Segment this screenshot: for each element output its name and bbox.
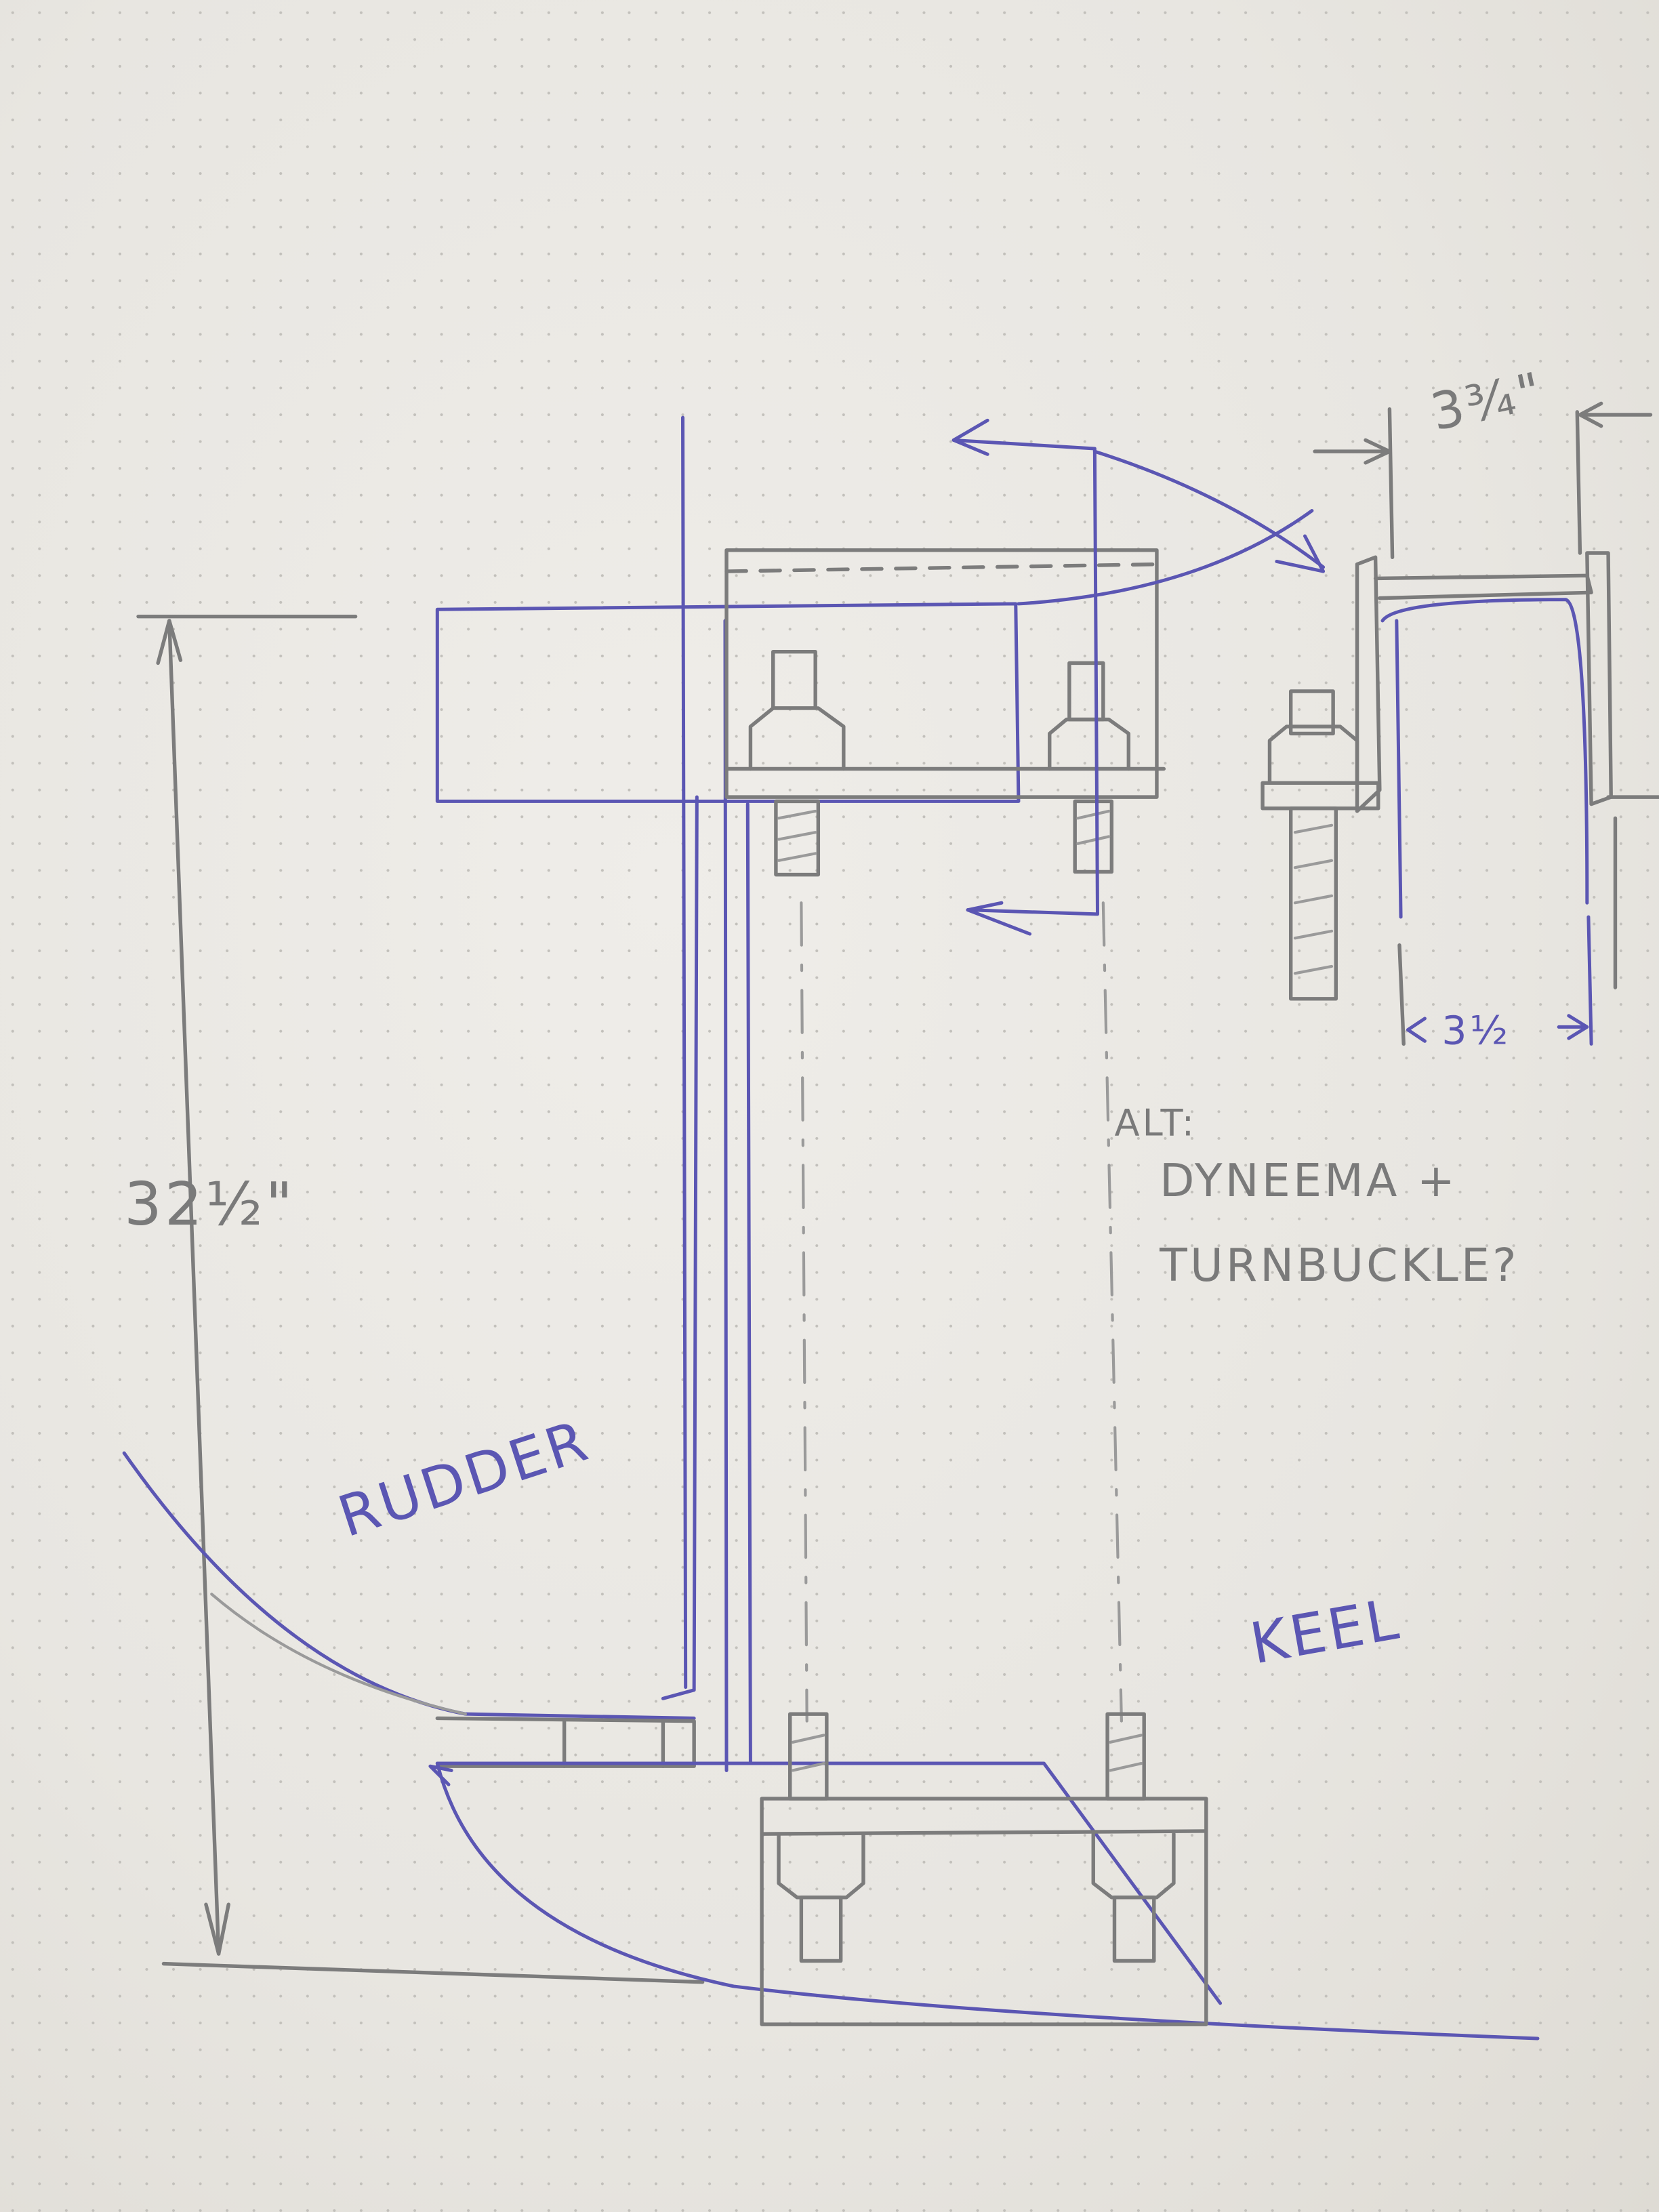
alt-note-line3: TURNBUCKLE? — [1159, 1239, 1519, 1292]
section-arrows — [951, 418, 1326, 936]
height-dimension-label: 32½" — [124, 1170, 295, 1239]
alt-note-line1: ALT: — [1114, 1102, 1197, 1145]
rudder — [122, 1451, 696, 1768]
height-dimension — [136, 614, 705, 1984]
bolt-icon — [1048, 661, 1131, 874]
tiller-block — [435, 415, 1021, 1772]
keel — [428, 1761, 1540, 2041]
section-detail — [1261, 401, 1659, 1046]
section-width-bottom-label: 3½ — [1441, 1007, 1511, 1053]
bottom-bracket — [760, 1712, 1208, 2026]
bolt-icon — [748, 650, 846, 877]
top-bracket — [724, 548, 1166, 877]
alt-note-line2: DYNEEMA + — [1160, 1154, 1458, 1207]
